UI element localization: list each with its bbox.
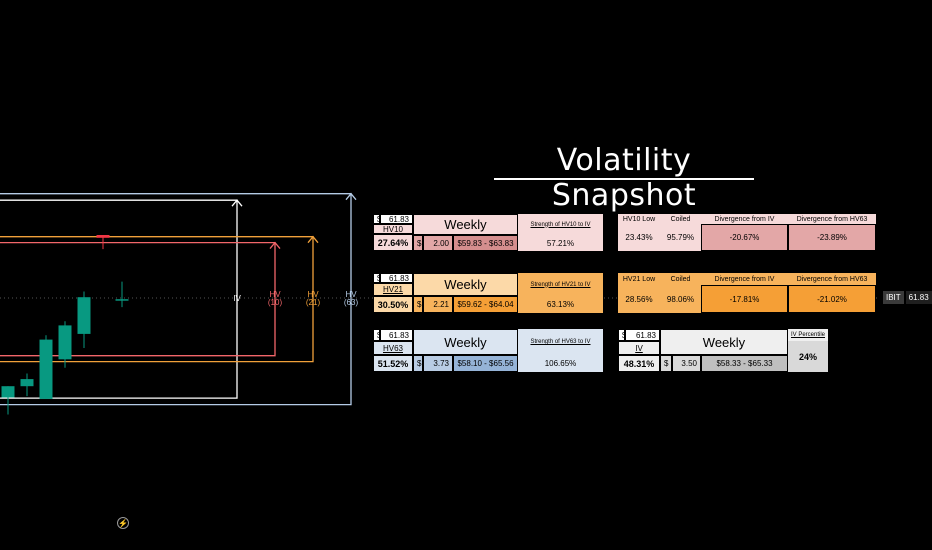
hv63-move: 3.73 xyxy=(423,355,453,372)
iv-label: IV xyxy=(618,341,660,355)
iv-price: 61.83 xyxy=(625,329,660,341)
hv21-coiled: 98.06% xyxy=(660,285,701,313)
hv10-price-sym: $ xyxy=(373,214,380,224)
hv21-weekly: Weekly xyxy=(413,273,518,296)
lightning-icon[interactable]: ⚡ xyxy=(117,517,129,529)
range-box-hv21 xyxy=(0,236,314,363)
ticker-price-label: IBIT 61.83 xyxy=(883,291,932,304)
range-label-line: (63) xyxy=(344,298,359,307)
iv-price-sym: $ xyxy=(618,329,625,341)
hv21-div-hv63: -21.02% xyxy=(788,285,876,313)
hv63-price: 61.83 xyxy=(380,329,413,341)
hv10-low-header: HV10 Low xyxy=(618,214,660,224)
hv10-div-iv: -20.67% xyxy=(701,224,788,251)
hv21-low: 28.56% xyxy=(618,285,660,313)
hv63-strength: 106.65% xyxy=(518,355,603,372)
hv21-strength-label: Strength of HV21 to IV xyxy=(518,273,603,296)
hv63-strength-label: Strength of HV63 to IV xyxy=(518,329,603,355)
arrow-head-hv10 xyxy=(269,241,281,250)
hv21-low-header: HV21 Low xyxy=(618,273,660,285)
hv63-weekly: Weekly xyxy=(413,329,518,355)
arrow-head-hv63 xyxy=(345,192,357,201)
hv21-move-sym: $ xyxy=(413,296,423,313)
hv10-div-iv-header: Divergence from IV xyxy=(701,214,788,224)
hv21-label: HV21 xyxy=(373,283,413,296)
iv-percentile: 24% xyxy=(788,341,828,372)
hv63-value: 51.52% xyxy=(373,355,413,372)
candlestick-series xyxy=(1,235,129,415)
title-underline xyxy=(494,178,754,180)
hv10-strength: 57.21% xyxy=(518,235,603,251)
iv-move-sym: $ xyxy=(660,355,672,372)
hv21-div-iv-header: Divergence from IV xyxy=(701,273,788,285)
candle-body xyxy=(20,379,34,387)
page-title: Volatility Snapshot xyxy=(551,143,697,213)
range-label-line: HV xyxy=(269,290,281,299)
iv-move: 3.50 xyxy=(672,355,701,372)
hv10-low: 23.43% xyxy=(618,224,660,251)
iv-percentile-label: IV Percentile xyxy=(788,329,828,341)
hv21-div-hv63-header: Divergence from HV63 xyxy=(788,273,876,285)
range-label-line: (10) xyxy=(268,298,283,307)
candle-body xyxy=(1,386,15,398)
range-box-hv63 xyxy=(0,193,352,406)
candle-body xyxy=(115,299,129,301)
range-label-hv10: HV(10) xyxy=(268,290,283,307)
hv10-range: $59.83 - $63.83 xyxy=(453,235,518,251)
hv10-strength-label: Strength of HV10 to IV xyxy=(518,214,603,235)
hv10-value: 27.64% xyxy=(373,234,413,251)
candle-body xyxy=(77,297,91,334)
candle-body xyxy=(96,235,110,238)
hv10-label: HV10 xyxy=(373,224,413,234)
hv63-move-sym: $ xyxy=(413,355,423,372)
range-label-line: HV xyxy=(307,290,319,299)
hv21-strength: 63.13% xyxy=(518,296,603,313)
hv63-label: HV63 xyxy=(373,341,413,355)
hv21-price: 61.83 xyxy=(380,273,413,283)
hv21-value: 30.50% xyxy=(373,296,413,313)
range-label-iv: IV xyxy=(233,294,241,303)
range-label-hv63: HV(63) xyxy=(344,290,359,307)
hv63-price-sym: $ xyxy=(373,329,380,341)
range-label-line: HV xyxy=(345,290,357,299)
hv10-div-hv63-header: Divergence from HV63 xyxy=(788,214,876,224)
iv-weekly: Weekly xyxy=(660,329,788,355)
range-label-line: (21) xyxy=(306,298,321,307)
range-box-hv10 xyxy=(0,241,276,357)
candle-body xyxy=(58,325,72,360)
arrow-head-hv21 xyxy=(307,235,319,244)
hv21-move: 2.21 xyxy=(423,296,453,313)
hv10-move-sym: $ xyxy=(413,235,423,251)
hv21-price-sym: $ xyxy=(373,273,380,283)
range-label-line: IV xyxy=(233,294,241,303)
hv21-coiled-header: Coiled xyxy=(660,273,701,285)
hv21-div-iv: -17.81% xyxy=(701,285,788,313)
hv10-div-hv63: -23.89% xyxy=(788,224,876,251)
ticker-price: 61.83 xyxy=(905,291,932,304)
range-box-iv xyxy=(0,199,238,399)
arrow-head-iv xyxy=(231,199,243,207)
hv10-move: 2.00 xyxy=(423,235,453,251)
candle-body xyxy=(39,339,53,399)
hv10-price: 61.83 xyxy=(380,214,413,224)
hv63-range: $58.10 - $65.56 xyxy=(453,355,518,372)
iv-value: 48.31% xyxy=(618,355,660,372)
range-label-hv21: HV(21) xyxy=(306,290,321,307)
ticker-symbol: IBIT xyxy=(883,291,904,304)
hv10-coiled-header: Coiled xyxy=(660,214,701,224)
hv21-range: $59.62 - $64.04 xyxy=(453,296,518,313)
hv10-coiled: 95.79% xyxy=(660,224,701,251)
iv-range: $58.33 - $65.33 xyxy=(701,355,788,372)
hv10-weekly: Weekly xyxy=(413,214,518,235)
